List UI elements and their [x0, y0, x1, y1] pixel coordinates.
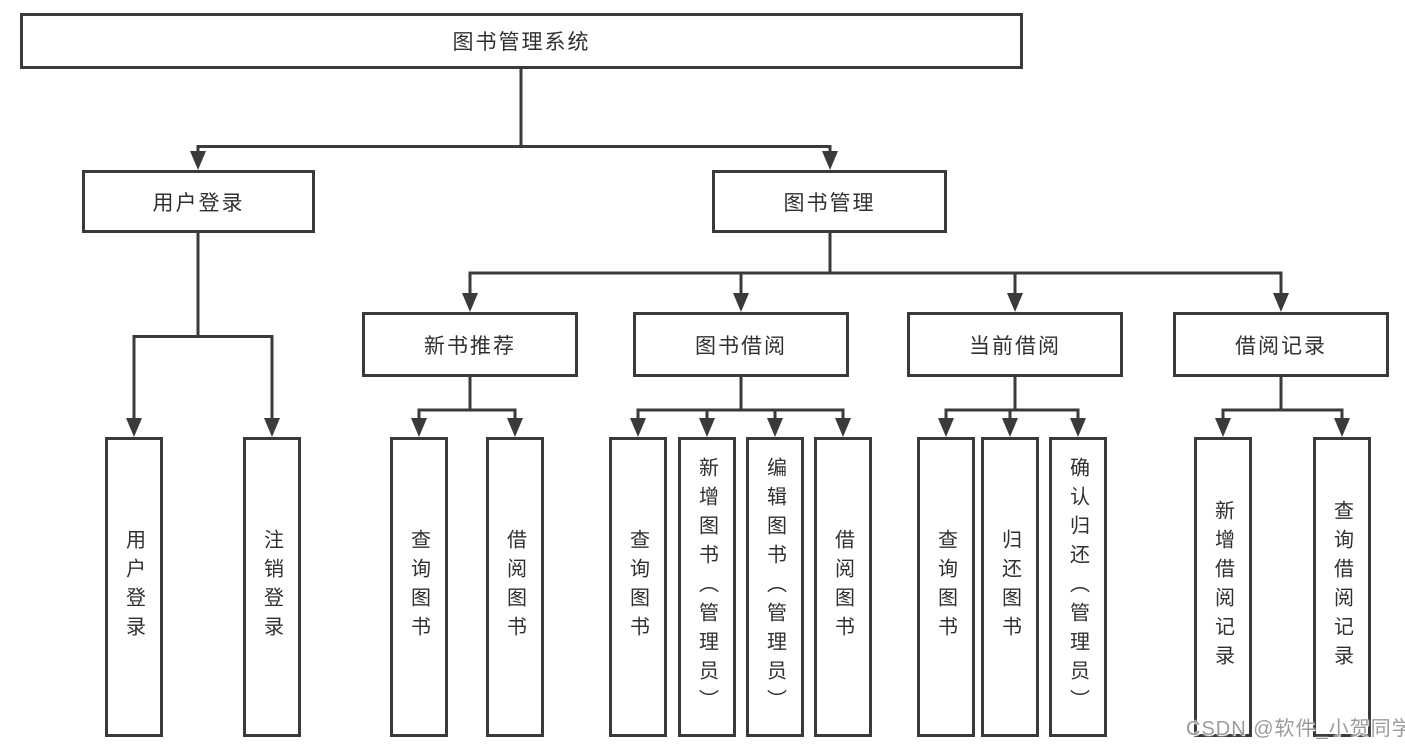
csdn-watermark: CSDN @软件_小贺同学 [1186, 718, 1405, 740]
node-leaf-query-book-1: 查询图书 [390, 437, 448, 737]
node-leaf-query-book-2: 查询图书 [609, 437, 667, 737]
node-leaf-user-login: 用户登录 [105, 437, 163, 737]
edge-current-borrow-children [938, 377, 1086, 437]
edge-root-to-level2 [190, 68, 838, 170]
node-user-login: 用户登录 [82, 170, 315, 233]
node-new-book-recommend: 新书推荐 [362, 312, 578, 377]
node-leaf-borrow-book-1: 借阅图书 [486, 437, 544, 737]
node-library-system: 图书管理系统 [20, 13, 1023, 69]
node-leaf-query-borrow-record: 查询借阅记录 [1313, 437, 1371, 737]
node-book-borrow: 图书借阅 [633, 312, 849, 377]
node-leaf-confirm-return-admin: 确认归还（管理员） [1049, 437, 1107, 737]
edge-book-borrow-children [630, 377, 851, 437]
node-leaf-edit-book-admin: 编辑图书（管理员） [746, 437, 804, 737]
node-current-borrow: 当前借阅 [907, 312, 1123, 377]
edge-borrow-records-children [1215, 377, 1350, 437]
node-leaf-add-book-admin: 新增图书（管理员） [678, 437, 736, 737]
node-borrow-records: 借阅记录 [1173, 312, 1389, 377]
node-leaf-query-book-3: 查询图书 [917, 437, 975, 737]
node-leaf-borrow-book-2: 借阅图书 [814, 437, 872, 737]
node-book-management: 图书管理 [712, 170, 947, 233]
edge-new-book-children [411, 377, 523, 437]
edge-book-mgmt-to-level3 [462, 233, 1289, 312]
node-leaf-return-book: 归还图书 [981, 437, 1039, 737]
node-leaf-add-borrow-record: 新增借阅记录 [1194, 437, 1252, 737]
edge-user-login-children [126, 233, 280, 437]
node-leaf-logout: 注销登录 [243, 437, 301, 737]
